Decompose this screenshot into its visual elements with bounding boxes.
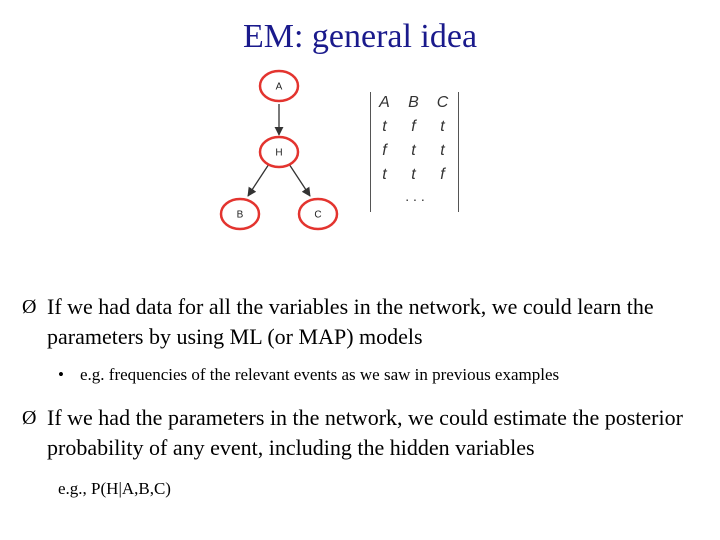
table-right-border [458,92,459,212]
bullet-learn-parameters: Ø If we had data for all the variables i… [22,292,712,352]
table-row: f t t [370,142,457,160]
table-ellipsis: . . . [405,188,425,204]
table-left-border [370,92,371,212]
table-cell: t [440,118,445,135]
data-table: A B C t f t f t t t t f . . . [370,92,460,212]
bullet-text: If we had data for all the variables in … [47,294,654,349]
node-h-label: H [275,148,282,159]
node-a-label: A [276,82,283,93]
table-row: t f t [370,118,457,136]
table-cell: t [411,142,416,159]
table-header-a: A [379,94,390,111]
edge-h-c [288,163,311,197]
table-cell: f [411,118,416,135]
node-a: A [258,69,300,103]
table-header-row: A B C [370,94,457,112]
sub-bullet-text: e.g. frequencies of the relevant events … [80,365,560,384]
arrow-bullet-icon: Ø [22,407,37,429]
arrow-bullet-icon: Ø [22,296,37,318]
node-b: B [219,197,261,231]
slide-title: EM: general idea [242,18,478,55]
table-header-b: B [408,94,419,111]
node-b-label: B [237,210,244,221]
table-cell: f [440,166,445,183]
table-cell: f [382,142,387,159]
node-c-label: C [314,210,321,221]
table-cell: t [440,142,445,159]
edge-h-b [247,163,270,197]
table-row: t t f [370,166,457,184]
node-h: H [258,135,300,169]
table-cell: t [411,166,416,183]
bullet-estimate-posterior: Ø If we had the parameters in the networ… [22,403,712,463]
bayes-network-diagram: A H B C [219,69,339,231]
example-note: e.g., P(H|A,B,C) [58,479,171,498]
bullet-text: If we had the parameters in the network,… [47,405,683,460]
table-cell: t [382,166,387,183]
dot-bullet-icon: • [58,365,64,384]
node-c: C [297,197,339,231]
table-header-c: C [436,94,449,111]
table-cell: t [382,118,387,135]
sub-bullet-frequencies: • e.g. frequencies of the relevant events… [58,364,559,386]
